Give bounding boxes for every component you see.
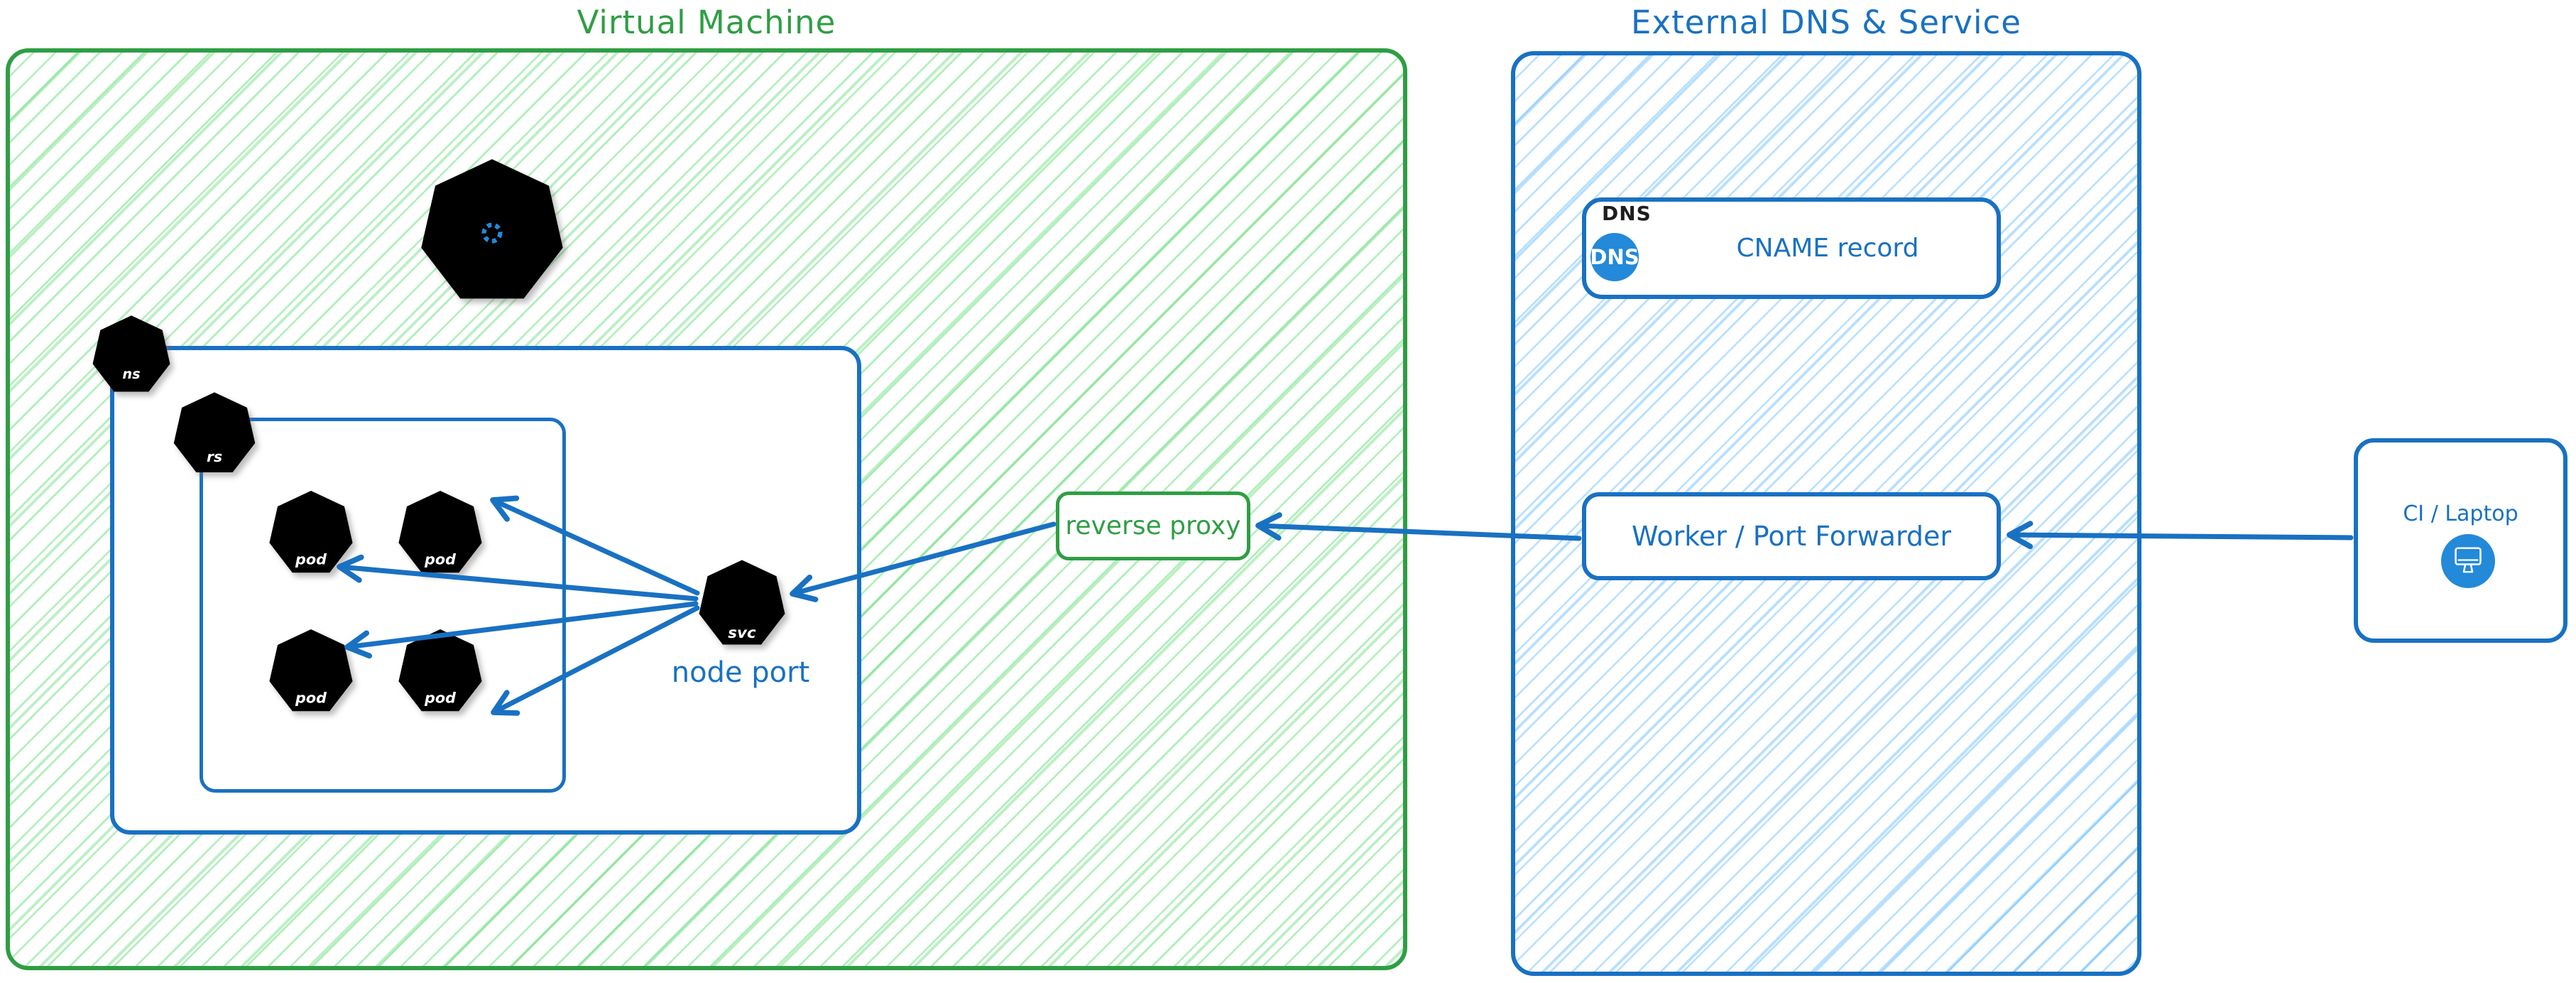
ci-laptop-label: CI / Laptop: [2403, 501, 2518, 526]
monitor-icon: [2441, 534, 2495, 588]
reverse-proxy-box: reverse proxy: [1056, 492, 1250, 560]
namespace-icon-label: ns: [122, 366, 140, 382]
pod-icon-3: pod: [268, 627, 354, 718]
reverse-proxy-label: reverse proxy: [1065, 511, 1241, 541]
laptop-icon: [2441, 534, 2495, 588]
pod-icon-1: pod: [268, 489, 354, 580]
pod-icon-label: pod: [295, 690, 327, 707]
dns-tag-label: DNS: [1602, 202, 1652, 225]
node-port-label: node port: [671, 656, 810, 689]
pod-icon-2: pod: [397, 489, 484, 580]
pod-icon-label: pod: [424, 690, 457, 707]
worker-port-forwarder-label: Worker / Port Forwarder: [1631, 521, 1952, 552]
cname-record-label: CNAME record: [1736, 234, 1919, 263]
virtual-machine-title: Virtual Machine: [577, 3, 836, 41]
replicaset-icon: rs: [172, 391, 257, 479]
external-dns-service-title: External DNS & Service: [1631, 3, 2021, 41]
namespace-icon: ns: [91, 314, 172, 398]
kubernetes-logo-icon: [417, 156, 567, 310]
service-icon-label: svc: [728, 624, 756, 642]
pod-icon-4: pod: [397, 627, 484, 718]
dns-icon-text: DNS: [1590, 245, 1639, 269]
pod-icon-label: pod: [295, 551, 327, 568]
replicaset-icon-label: rs: [207, 448, 222, 465]
worker-port-forwarder-box: Worker / Port Forwarder: [1582, 492, 2001, 580]
dns-icon: DNS: [1590, 233, 1639, 281]
pod-icon-label: pod: [424, 551, 457, 568]
cname-record-box: [1582, 197, 2001, 299]
service-icon: svc: [697, 558, 787, 651]
